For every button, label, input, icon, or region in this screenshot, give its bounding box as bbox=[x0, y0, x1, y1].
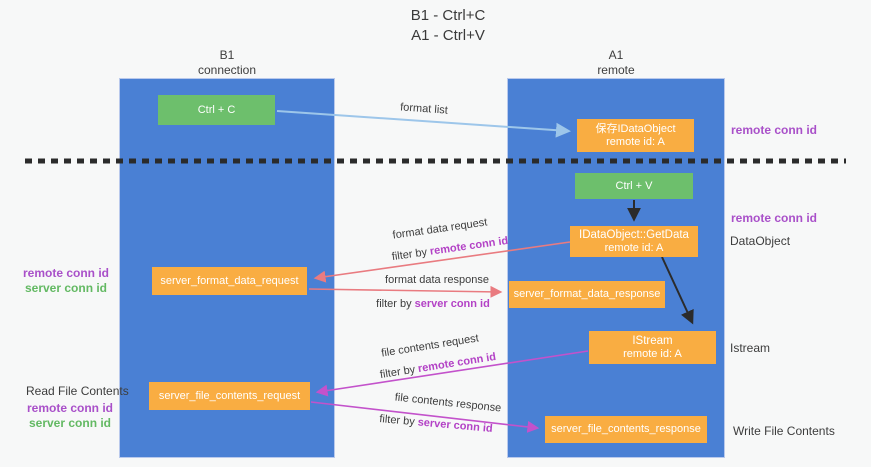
node-idataobject-getdata: IDataObject::GetData remote id: A bbox=[570, 226, 698, 257]
edge-label-format-list: format list bbox=[400, 101, 448, 116]
annotation-istream: Istream bbox=[730, 341, 771, 355]
lane-a1-subtitle: remote bbox=[597, 63, 635, 77]
lane-header-a1-remote: A1 remote bbox=[556, 48, 676, 78]
edge-label-format-data-request: format data request bbox=[392, 216, 488, 241]
filter-key-server-1: server conn id bbox=[414, 298, 490, 310]
node-save-dataobject-line2: remote id: A bbox=[606, 136, 665, 148]
node-ctrl-c-label: Ctrl + C bbox=[197, 103, 236, 116]
annotation-dataobject: DataObject bbox=[730, 234, 791, 248]
node-server-file-contents-response: server_file_contents_response bbox=[545, 416, 707, 443]
filter-by-text-3: filter by bbox=[379, 363, 417, 382]
annotation-write-file-contents: Write File Contents bbox=[733, 424, 835, 438]
filter-by-text-4: filter by bbox=[378, 413, 416, 429]
annotation-remote-conn-id-mid: remote conn id bbox=[731, 211, 818, 225]
arrow-format-data-response bbox=[308, 285, 503, 298]
lane-a1-title: A1 bbox=[608, 48, 624, 62]
annotation-read-file-contents: Read File Contents bbox=[26, 384, 129, 398]
format-list-text: format list bbox=[399, 101, 449, 117]
filter-key-server-2: server conn id bbox=[417, 416, 494, 435]
lane-header-b1-connection: B1 connection bbox=[167, 48, 287, 78]
node-server-file-contents-request: server_file_contents_request bbox=[149, 382, 310, 410]
node-server-format-data-response: server_format_data_response bbox=[509, 281, 665, 308]
node-server-file-contents-request-label: server_file_contents_request bbox=[158, 389, 301, 402]
filter-key-remote-2: remote conn id bbox=[417, 350, 497, 376]
diagram-title: B1 - Ctrl+C A1 - Ctrl+V bbox=[348, 6, 548, 46]
filter-key-remote-1: remote conn id bbox=[429, 234, 509, 258]
node-ctrl-v-label: Ctrl + V bbox=[615, 179, 653, 192]
title-line-1: B1 - Ctrl+C bbox=[410, 7, 486, 24]
node-istream-line2: remote id: A bbox=[623, 348, 682, 360]
left-remote-conn-id-top: remote conn id bbox=[22, 266, 109, 280]
node-server-format-data-request: server_format_data_request bbox=[152, 267, 307, 295]
left-server-conn-id-bottom: server conn id bbox=[28, 416, 112, 430]
node-ctrl-c: Ctrl + C bbox=[158, 95, 275, 125]
file-contents-response-text: file contents response bbox=[394, 391, 502, 415]
title-line-2: A1 - Ctrl+V bbox=[411, 27, 485, 44]
edge-label-file-contents-response: file contents response bbox=[394, 391, 502, 414]
node-save-dataobject-line1: 保存IDataObject bbox=[595, 123, 676, 135]
format-data-response-text: format data response bbox=[385, 274, 489, 286]
node-save-dataobject: 保存IDataObject remote id: A bbox=[577, 119, 694, 152]
format-data-request-text: format data request bbox=[391, 216, 489, 242]
node-getdata-line2: remote id: A bbox=[604, 242, 664, 254]
node-ctrl-v: Ctrl + V bbox=[575, 173, 693, 199]
annotation-left-conn-ids-top: remote conn id server conn id bbox=[18, 266, 114, 296]
lane-b1-title: B1 bbox=[219, 48, 235, 62]
left-server-conn-id-top: server conn id bbox=[24, 281, 108, 295]
annotation-left-conn-ids-bottom: remote conn id server conn id bbox=[22, 401, 118, 431]
lane-b1-subtitle: connection bbox=[197, 63, 257, 77]
node-server-format-data-response-label: server_format_data_response bbox=[513, 288, 661, 300]
filter-by-text-1: filter by bbox=[391, 246, 428, 264]
filter-by-text-2: filter by bbox=[376, 298, 412, 310]
node-server-file-contents-response-label: server_file_contents_response bbox=[551, 423, 701, 435]
node-getdata-line1: IDataObject::GetData bbox=[579, 229, 689, 241]
edge-label-format-data-response: format data response bbox=[385, 274, 489, 286]
left-remote-conn-id-bottom: remote conn id bbox=[26, 401, 113, 415]
node-istream-line1: IStream bbox=[632, 335, 673, 347]
annotation-remote-conn-id-top: remote conn id bbox=[731, 123, 818, 137]
node-server-format-data-request-label: server_format_data_request bbox=[160, 274, 299, 287]
node-istream: IStream remote id: A bbox=[589, 331, 716, 364]
